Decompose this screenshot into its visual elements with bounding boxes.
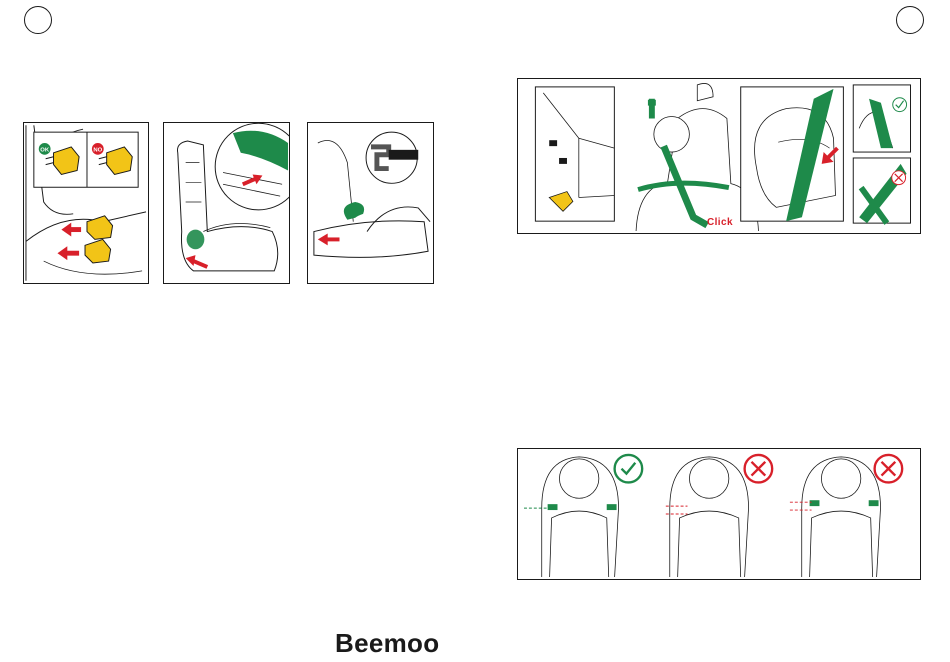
isofix-attach-panel	[163, 122, 290, 284]
child-figure-too-high	[790, 455, 902, 577]
red-arrow-icon	[57, 246, 79, 260]
headrest-height-panel	[517, 448, 921, 580]
release-button-panel	[307, 122, 434, 284]
brand-logo: Beemoo	[335, 630, 439, 656]
page-marker-left	[24, 6, 52, 34]
click-label: Click	[707, 217, 733, 228]
child-figure-correct	[524, 455, 642, 577]
isofix-connector-panel: OK NO	[23, 122, 149, 284]
belt-routing-panel	[517, 78, 921, 234]
page-marker-right	[896, 6, 924, 34]
child-figure-too-low	[666, 455, 772, 577]
red-arrow-icon	[61, 223, 81, 237]
check-circle-icon	[615, 455, 643, 483]
no-badge: NO	[93, 147, 102, 153]
ok-badge: OK	[40, 147, 50, 153]
